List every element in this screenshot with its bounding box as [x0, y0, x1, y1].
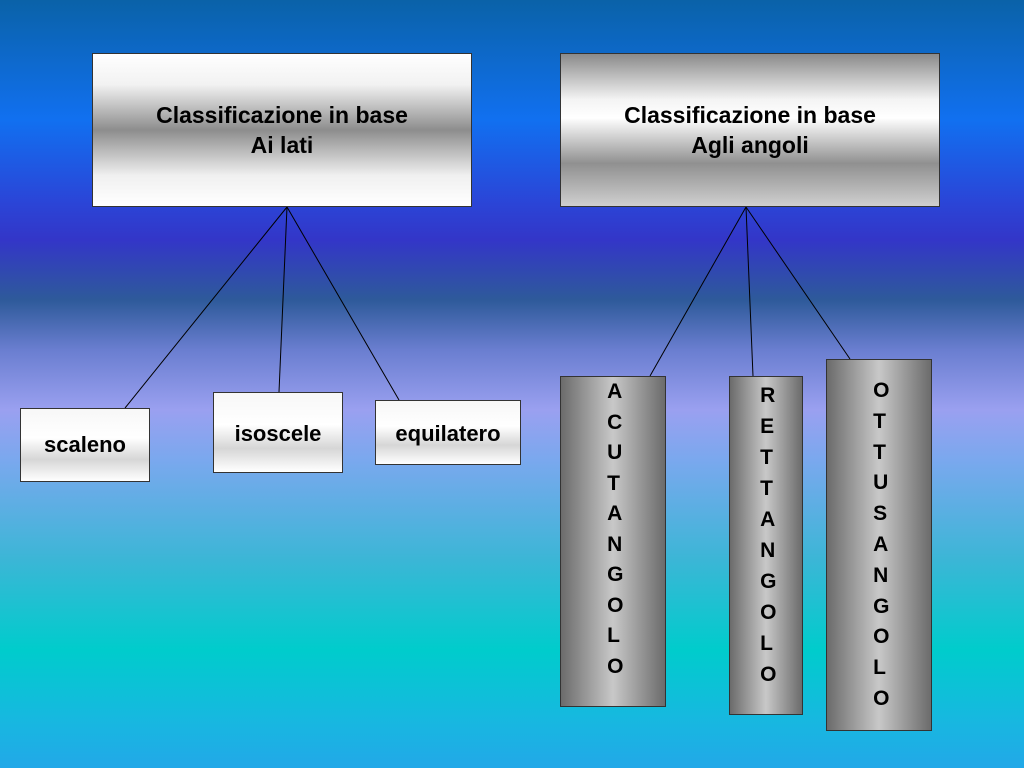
box-equilatero: equilatero [375, 400, 521, 465]
label-scaleno: scaleno [44, 432, 126, 457]
connector-angoli-ottusangolo [745, 206, 851, 360]
connector-lati-scaleno [124, 206, 288, 409]
heading-box-sides: Classificazione in base Ai lati [92, 53, 472, 207]
label-ottusangolo: OTTUSANGOLO [873, 379, 890, 710]
connector-angoli-acutangolo [649, 206, 747, 377]
label-acutangolo: ACUTANGOLO [607, 380, 624, 678]
connector-lati-equilatero [286, 206, 400, 401]
box-scaleno: scaleno [20, 408, 150, 482]
heading-angles-line2: Agli angoli [691, 132, 809, 158]
box-acutangolo: ACUTANGOLO [560, 376, 666, 707]
connector-lati-isoscele [278, 206, 288, 393]
box-ottusangolo: OTTUSANGOLO [826, 359, 932, 731]
heading-text-angles: Classificazione in base Agli angoli [624, 100, 876, 160]
label-isoscele: isoscele [234, 421, 322, 446]
label-equilatero: equilatero [395, 421, 501, 446]
heading-sides-line2: Ai lati [250, 132, 314, 158]
heading-angles-line1: Classificazione in base [624, 102, 876, 128]
connector-angoli-rettangolo [745, 206, 754, 377]
box-isoscele: isoscele [213, 392, 343, 473]
heading-sides-line1: Classificazione in base [156, 102, 408, 128]
box-rettangolo: RETTANGOLO [729, 376, 803, 715]
label-rettangolo: RETTANGOLO [760, 384, 777, 686]
heading-text-sides: Classificazione in base Ai lati [156, 100, 408, 160]
heading-box-angles: Classificazione in base Agli angoli [560, 53, 940, 207]
